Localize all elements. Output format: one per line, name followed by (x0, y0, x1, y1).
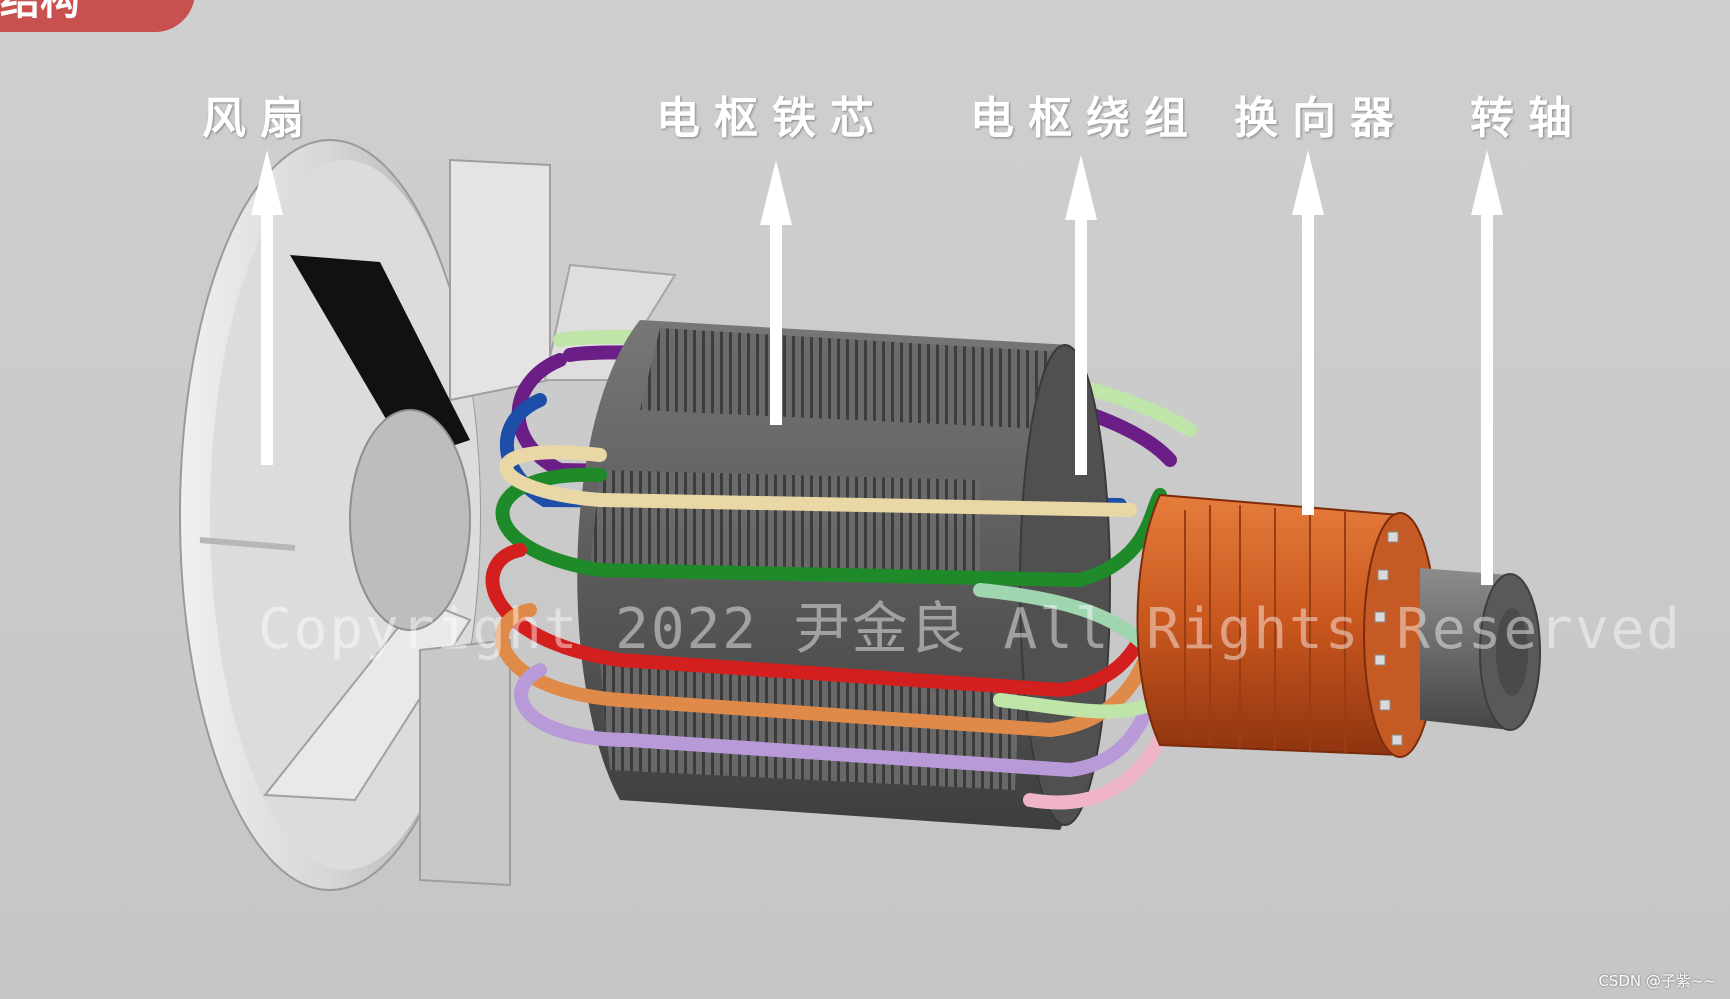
fan-blade-top-left (290, 255, 470, 460)
fan-hub (349, 409, 471, 631)
label-armature-winding: 电枢绕组 (970, 93, 1202, 144)
fan-blade-top (449, 158, 551, 402)
corner-tab-text: 结构 (0, 0, 80, 24)
source-credit: CSDN @子紫~~ (1598, 972, 1716, 990)
fan (179, 139, 677, 891)
pointer-arrows (251, 150, 1503, 585)
fan-blade-bottom-left (263, 598, 472, 802)
commutator-bars (1184, 505, 1346, 753)
commutator (1136, 493, 1437, 758)
arrow-shaft (1471, 150, 1503, 585)
arrow-commutator (1292, 150, 1324, 515)
core-slots-upper (640, 328, 1068, 430)
core-slots-mid (590, 470, 980, 580)
fan-blade-bottom (419, 638, 511, 887)
shaft (1420, 568, 1541, 731)
winding-front-8 (1023, 733, 1167, 810)
label-fan: 风扇 (202, 93, 318, 144)
copyright-watermark: Copyright 2022 尹金良 All Rights Reserved (258, 597, 1683, 662)
commutator-rivets (1374, 531, 1403, 746)
fan-disk-edge-mark (199, 537, 296, 551)
label-armature-core: 电枢铁芯 (656, 93, 888, 144)
label-shaft: 转轴 (1470, 93, 1586, 144)
shaft-end-inner (1496, 608, 1528, 696)
corner-tab: 结构 (0, 0, 195, 32)
label-commutator: 换向器 (1234, 93, 1408, 144)
arrow-armature-winding (1065, 155, 1097, 475)
winding-front-2 (499, 445, 1137, 517)
arrow-armature-core (760, 160, 792, 425)
arrow-fan (251, 150, 283, 465)
